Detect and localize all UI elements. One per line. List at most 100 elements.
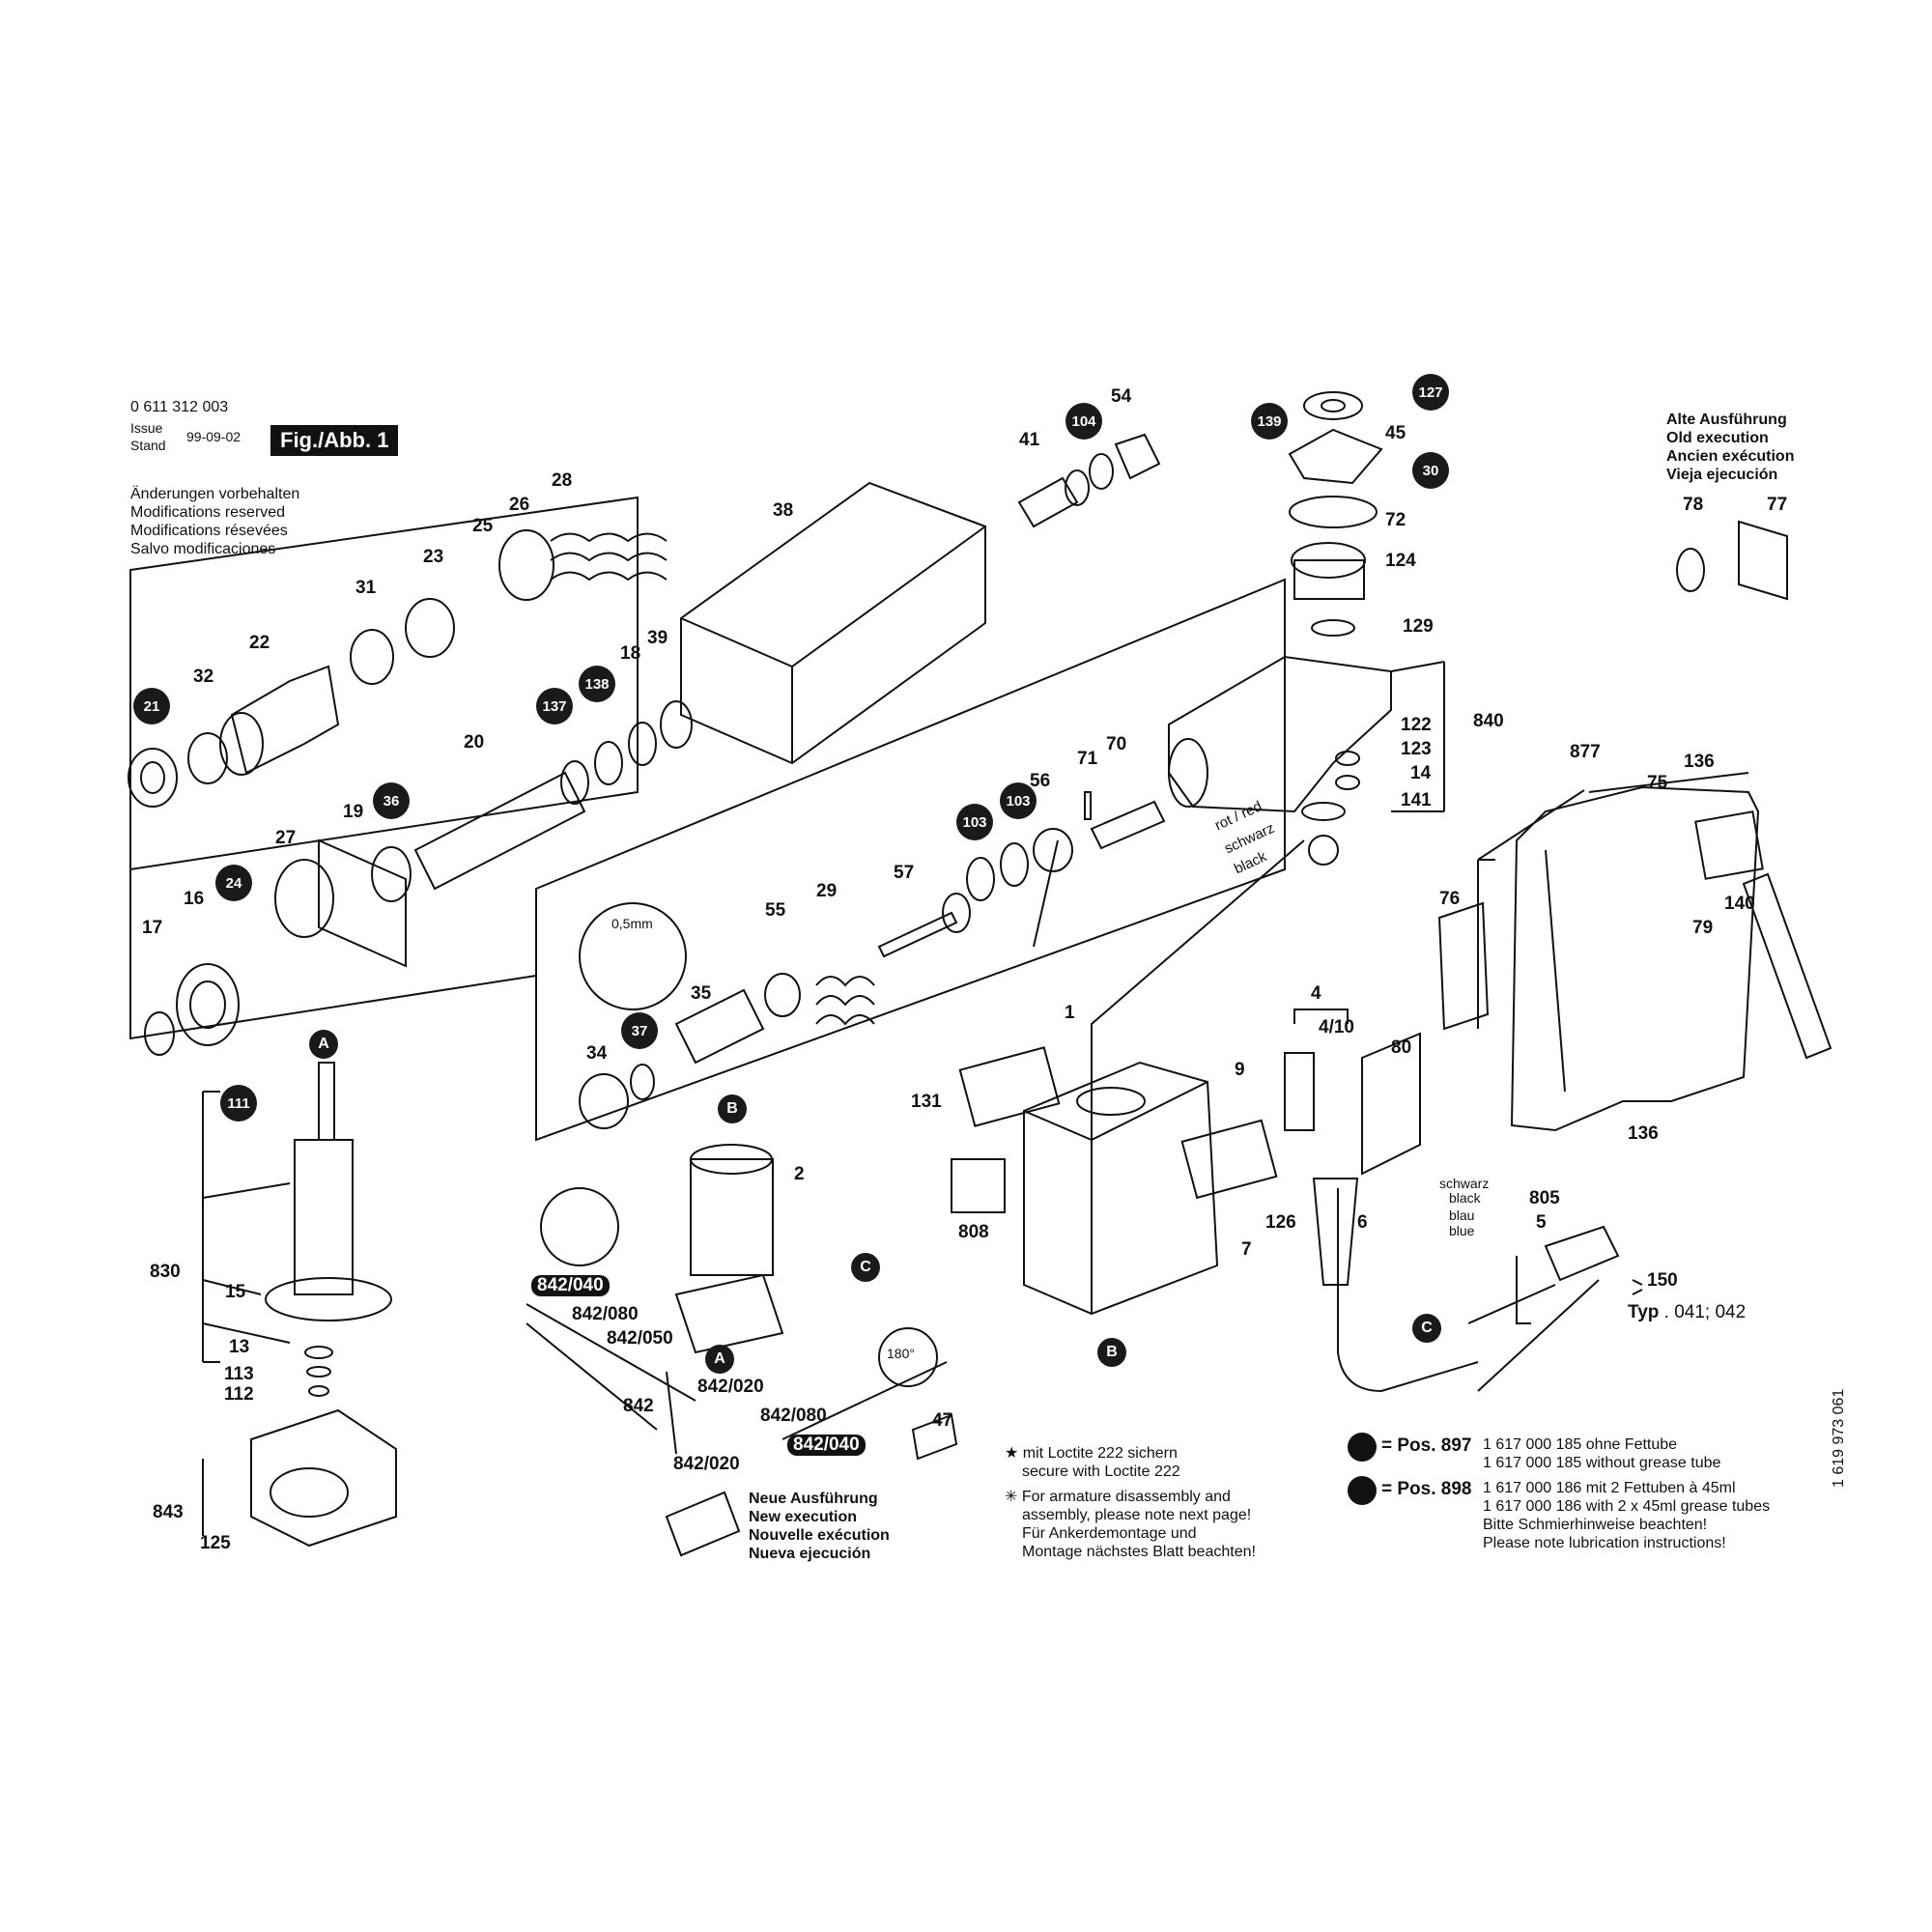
part-140: 140 [1724,894,1755,914]
conrod-70 [1090,800,1166,850]
part-76 [1437,901,1490,1031]
callout-30: 30 [1412,452,1449,489]
screwdriver [1742,872,1833,1060]
part-7: 7 [1241,1239,1252,1260]
callout-b-top: B [718,1094,747,1123]
part-78: 78 [1683,495,1704,515]
cover-45 [1288,428,1383,485]
wire-label-blau: blau [1449,1208,1475,1223]
callout-103-b: 103 [1000,782,1037,819]
old-execution-title: Alte Ausführung Old execution Ancien exé… [1666,412,1795,483]
part-45: 45 [1385,423,1406,443]
switch-cover-80 [1361,1032,1421,1176]
part-38: 38 [773,500,794,521]
part-27: 27 [275,828,297,848]
callout-a-top: A [309,1030,338,1059]
part-830: 830 [150,1262,181,1282]
part-131: 131 [911,1092,942,1112]
part-136-top: 136 [1684,752,1715,772]
part-842-020-a: 842/020 [697,1377,764,1397]
part-13: 13 [229,1337,250,1357]
part-54: 54 [1111,386,1132,407]
part-4-10: 4/10 [1319,1017,1354,1037]
part-15: 15 [225,1282,246,1302]
part-112: 112 [224,1384,254,1405]
part-35: 35 [691,983,712,1004]
part-808: 808 [958,1222,989,1242]
front-group-frame [129,496,639,871]
part-877: 877 [1570,742,1601,762]
part-840: 840 [1473,711,1504,731]
part-123: 123 [1401,739,1432,759]
part-23 [405,598,455,658]
part-842-080-b: 842/080 [760,1406,827,1426]
brush-plate [674,1273,784,1354]
flange-19 [318,838,407,968]
loctite-note: ★ mit Loctite 222 sichern secure with Lo… [1005,1445,1180,1480]
field-coil [690,1158,774,1276]
type-line: Typ . 041; 042 [1628,1302,1746,1323]
part-80: 80 [1391,1037,1412,1058]
callout-139: 139 [1251,403,1288,440]
part-29: 29 [816,881,838,901]
new-execution-title: Neue Ausführung New execution Nouvelle e… [749,1491,890,1562]
part-32: 32 [193,667,214,687]
part-4: 4 [1311,983,1321,1004]
part-2: 2 [794,1164,805,1184]
legend-pos-898: = Pos. 898 [1381,1479,1472,1499]
ring-55 [764,973,801,1017]
part-31: 31 [355,578,377,598]
issue-label: Issue [130,420,163,436]
cable [1337,1188,1479,1393]
brush-detail [540,1187,619,1266]
callout-127: 127 [1412,374,1449,411]
callout-c-bottom: C [1412,1314,1441,1343]
old-part-77 [1738,520,1788,601]
ring-26 [498,529,554,601]
star-icon: ★ [1005,1445,1019,1462]
part-124: 124 [1385,551,1416,571]
armature [294,1139,354,1295]
part-6: 6 [1357,1212,1368,1233]
part-26: 26 [509,495,530,515]
legend-dot-897 [1348,1433,1377,1462]
part-1: 1 [1065,1003,1075,1023]
wire-label-black-right: black [1449,1190,1481,1206]
gear-group-frame [129,869,537,1040]
part-842-080-a: 842/080 [572,1304,639,1324]
part-54 [1114,433,1161,480]
part-150: 150 [1647,1270,1678,1291]
part-25: 25 [472,516,494,536]
type-label: Typ [1628,1302,1660,1322]
part-5: 5 [1536,1212,1547,1233]
wire-label-blue: blue [1449,1223,1475,1238]
rotation-label: 180° [887,1346,915,1361]
part-9: 9 [1235,1060,1245,1080]
callout-24: 24 [215,865,252,901]
stand-label: Stand [130,438,166,453]
part-22: 22 [249,633,270,653]
part-19: 19 [343,802,364,822]
ring-31 [350,629,394,685]
part-842-040-a: 842/040 [531,1275,610,1296]
middle-group-frame [535,578,1286,1142]
ring-32 [187,732,228,784]
part-number: 0 611 312 003 [130,399,229,415]
part-139-ring [1303,391,1363,420]
part-47: 47 [932,1410,953,1431]
part-57: 57 [894,863,915,883]
fan-15 [265,1277,392,1321]
gear-housing [1168,655,1392,813]
callout-b-bottom: B [1097,1338,1126,1367]
part-18: 18 [620,643,641,664]
tube-35 [674,988,765,1065]
housing-38 [680,481,986,765]
part-126: 126 [1265,1212,1296,1233]
part-122: 122 [1401,715,1432,735]
issue-date: 99-09-02 [186,429,242,444]
part-136-bottom: 136 [1628,1123,1659,1144]
asterisk-icon: ✳ [1005,1489,1018,1505]
callout-36: 36 [373,782,410,819]
callout-103-a: 103 [956,804,993,840]
